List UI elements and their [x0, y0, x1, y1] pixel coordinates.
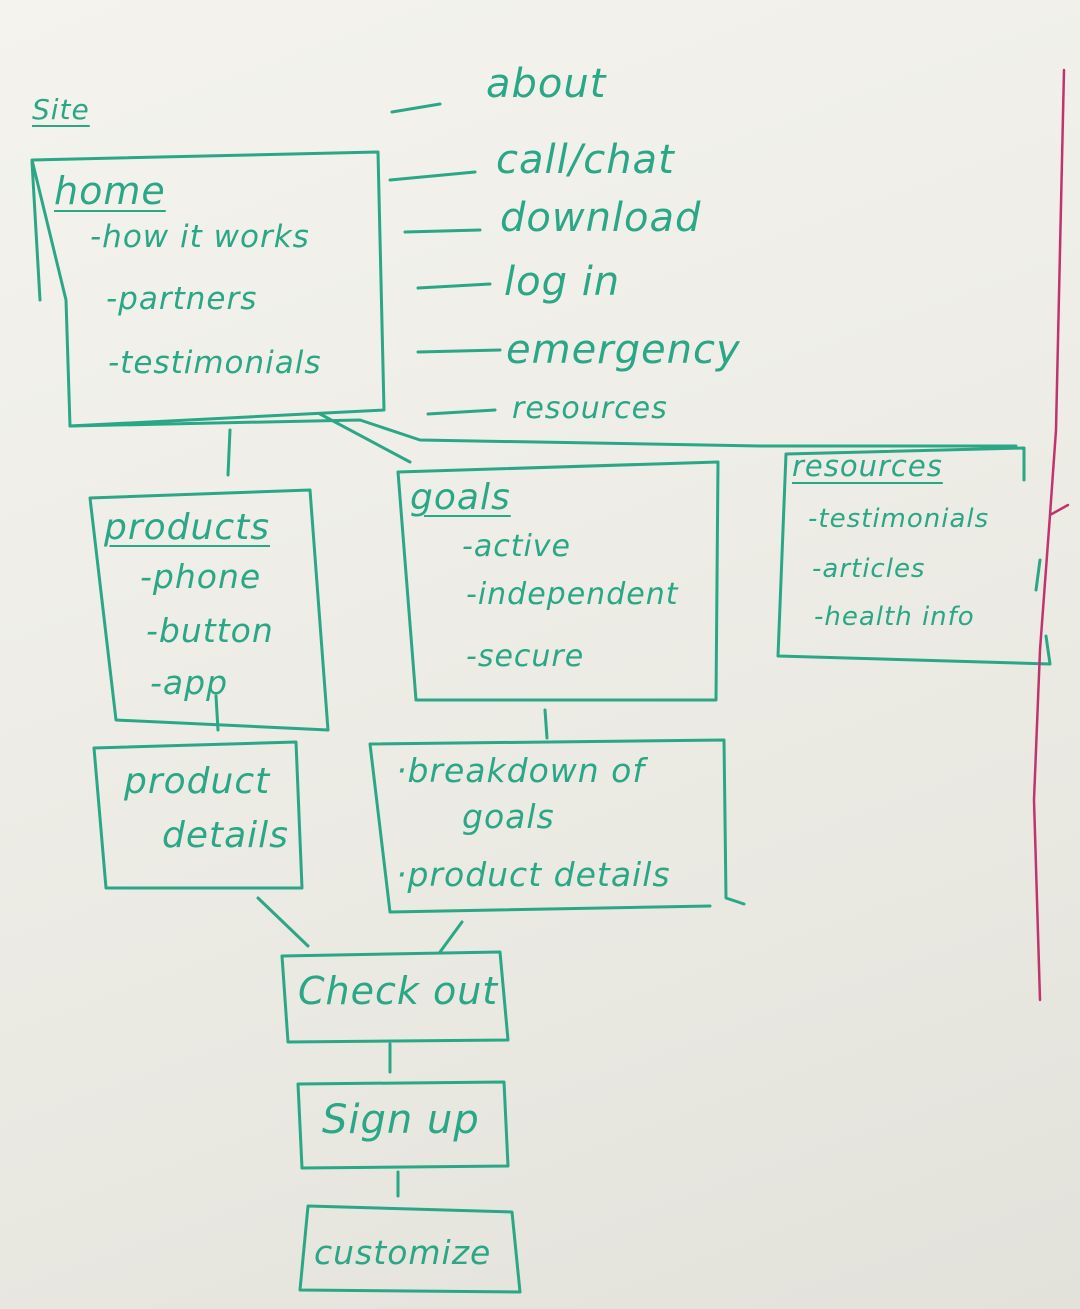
goals-item-secure: -secure: [466, 639, 585, 674]
goals-item-active: -active: [462, 529, 572, 564]
goals-box: [396, 460, 720, 702]
product-details-line1: product: [124, 761, 271, 802]
goals-breakdown-line1: ·breakdown of: [396, 751, 645, 790]
goals-breakdown-line3: ·product details: [396, 855, 671, 894]
side-link-download: download: [500, 195, 702, 241]
product-details-box: [92, 740, 304, 890]
products-box: [88, 488, 330, 732]
goals-breakdown-line2: goals: [462, 797, 555, 836]
side-link-emergency: emergency: [506, 327, 741, 373]
side-link-log-in: log in: [504, 259, 621, 305]
check-out-label: Check out: [298, 969, 499, 1013]
side-link-about: about: [486, 61, 607, 107]
customize-box: [298, 1204, 522, 1294]
check-out-box: [280, 950, 510, 1044]
resources-box: [776, 446, 1052, 666]
home-item-testimonials: -testimonials: [108, 345, 322, 381]
products-item-button: -button: [146, 611, 274, 650]
customize-label: customize: [314, 1233, 492, 1272]
side-link-call-chat: call/chat: [496, 137, 675, 183]
products-title: products: [104, 507, 271, 548]
products-item-app: -app: [150, 663, 229, 702]
resources-item-health-info: -health info: [814, 602, 975, 632]
sign-up-label: Sign up: [322, 1097, 480, 1143]
products-item-phone: -phone: [140, 557, 262, 596]
home-item-partners: -partners: [106, 281, 258, 317]
home-item-how-it-works: -how it works: [90, 219, 310, 255]
home-title: home: [54, 169, 166, 213]
product-details-line2: details: [162, 815, 289, 856]
resources-title: resources: [792, 449, 943, 483]
resources-item-testimonials: -testimonials: [808, 504, 990, 534]
home-box: [30, 150, 386, 428]
magenta-marker-line: [1032, 68, 1070, 1002]
goals-breakdown-box: [368, 738, 746, 914]
side-link-resources: resources: [512, 391, 668, 426]
sign-up-box: [296, 1080, 510, 1170]
site-label: Site: [32, 93, 90, 126]
goals-item-independent: -independent: [466, 577, 679, 612]
resources-item-articles: -articles: [812, 554, 926, 584]
goals-title: goals: [410, 477, 511, 518]
